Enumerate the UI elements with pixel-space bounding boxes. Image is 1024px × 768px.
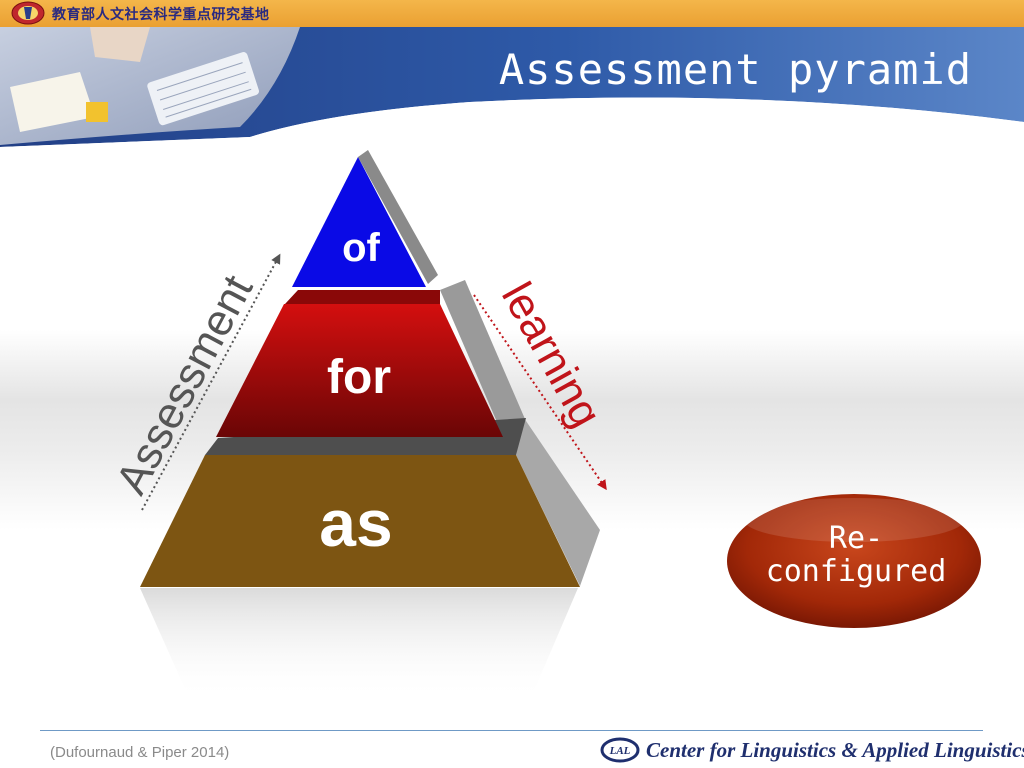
footer-divider — [40, 730, 983, 731]
center-logo-icon: LAL — [600, 737, 640, 763]
reconfigured-oval — [727, 494, 981, 628]
center-name: Center for Linguistics & Applied Linguis… — [646, 738, 1024, 762]
tier-for-face — [216, 304, 503, 437]
institution-logo-icon — [11, 1, 45, 25]
center-logo-text: LAL — [609, 745, 631, 757]
header-band — [0, 27, 1024, 147]
reconfigured-label: Re- configured — [736, 522, 976, 588]
learning-arrow — [473, 294, 607, 491]
citation: (Dufournaud & Piper 2014) — [50, 744, 230, 761]
reconfigured-line-1: Re- — [828, 521, 884, 556]
tier-label-for: for — [327, 351, 391, 404]
slide-title: Assessment pyramid — [498, 45, 972, 94]
reconfigured-oval-highlight — [744, 498, 964, 542]
tier-of-face — [292, 157, 426, 287]
top-strip: 教育部人文社会科学重点研究基地 — [0, 0, 1024, 28]
pyramid-reflection — [140, 588, 578, 700]
institution-name: 教育部人文社会科学重点研究基地 — [52, 7, 270, 23]
tier-of-side — [358, 150, 438, 284]
tier-label-as: as — [319, 486, 393, 560]
tier-as-side — [516, 418, 600, 586]
office-photo — [0, 27, 300, 145]
tier-for-side — [440, 280, 528, 436]
reconfigured-line-2: configured — [765, 554, 947, 589]
tier-label-of: of — [342, 226, 380, 270]
tier-as-face — [140, 455, 580, 587]
tier-for-ledge — [285, 290, 440, 304]
